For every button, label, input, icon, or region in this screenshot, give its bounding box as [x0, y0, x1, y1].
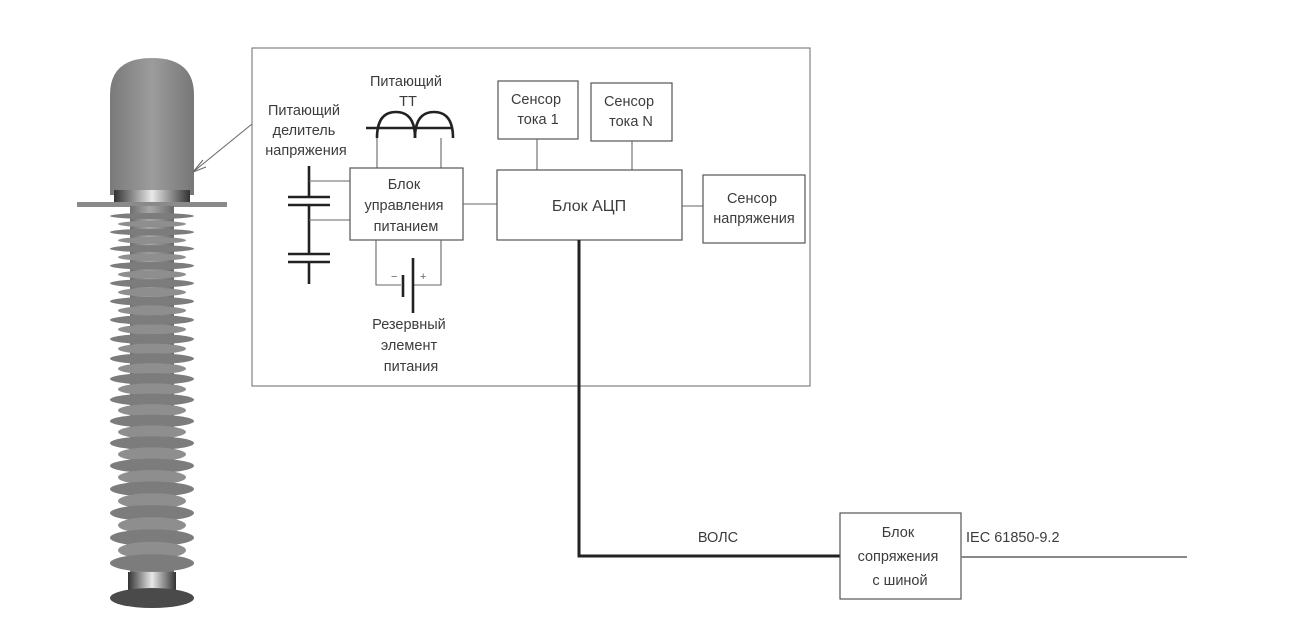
- backup-battery-symbol: − +: [375, 240, 442, 313]
- insulator-shed: [118, 447, 186, 462]
- svg-text:Сенсор тока N: Сенсор тока N: [604, 94, 658, 130]
- insulator-shed: [110, 353, 194, 365]
- insulator-shed: [110, 333, 194, 345]
- battery-minus-sign: −: [391, 271, 397, 283]
- divider-pointer-arrow: [192, 123, 253, 173]
- svg-text:Блок сопряжения с: Блок сопряжения с шиной: [858, 525, 943, 589]
- supply-ct-label: Питающий ТТ: [370, 74, 446, 110]
- svg-text:Блок управления пи: Блок управления питанием: [364, 177, 447, 235]
- current-transformer-symbol: [366, 110, 455, 168]
- insulator-shed: [118, 253, 186, 261]
- insulator-shed: [118, 493, 186, 509]
- battery-plus-sign: +: [420, 271, 426, 283]
- svg-text:Сенсор напряжения: Сенсор напряжения: [713, 191, 794, 227]
- insulator-shed: [110, 458, 194, 473]
- insulator-shed: [118, 305, 186, 316]
- backup-power-label: Резервный элемент питания: [372, 317, 450, 375]
- bus-interface-block: Блок сопряжения с шиной: [839, 512, 962, 600]
- insulator-shed: [110, 279, 194, 288]
- insulator-base: [110, 588, 194, 608]
- insulator-shed: [110, 554, 194, 572]
- insulator-shed: [110, 393, 194, 406]
- insulator-shed: [118, 541, 186, 559]
- insulator-image: [77, 58, 227, 608]
- insulator-shed: [118, 220, 186, 228]
- insulator-shed: [118, 324, 186, 335]
- fiber-optic-line: [577, 240, 842, 558]
- insulator-shed: [118, 517, 186, 534]
- insulator-shed: [118, 363, 186, 375]
- insulator-shed: [118, 343, 186, 354]
- svg-text:Блок АЦП: Блок АЦП: [552, 198, 626, 215]
- insulator-shed: [118, 287, 186, 297]
- svg-text:Сенсор тока 1: Сенсор тока 1: [511, 92, 565, 128]
- insulator-shed: [118, 469, 186, 485]
- insulator-shed: [118, 383, 186, 396]
- insulator-shed: [110, 436, 194, 450]
- insulator-shed: [110, 245, 194, 253]
- adc-block: Блок АЦП: [496, 169, 683, 241]
- insulator-shed: [118, 404, 186, 417]
- protocol-label: IEC 61850-9.2: [966, 530, 1060, 546]
- insulator-shed: [110, 529, 194, 547]
- insulator-shed: [110, 481, 194, 497]
- sensor-unit-enclosure: [251, 47, 811, 387]
- voltage-divider-label: Питающий делитель напряжения: [265, 103, 346, 159]
- insulator-rod: [77, 202, 227, 207]
- insulator-shed: [110, 505, 194, 521]
- power-control-block: Блок управления питанием: [349, 167, 464, 241]
- fiber-line-label: ВОЛС: [698, 530, 738, 546]
- insulator-shed: [110, 373, 194, 385]
- voltage-sensor-block: Сенсор напряжения: [702, 174, 806, 244]
- insulator-shed: [118, 425, 186, 439]
- insulator-shed: [110, 315, 194, 325]
- insulator-shed: [110, 213, 194, 219]
- insulator-shed: [110, 296, 194, 306]
- insulator-shed: [118, 270, 186, 279]
- insulator-shed: [118, 236, 186, 244]
- insulator-shed: [110, 228, 194, 236]
- insulator-shed: [110, 261, 194, 270]
- insulator-sheds: [110, 213, 194, 572]
- current-sensor-1-block: Сенсор тока 1: [497, 80, 579, 140]
- insulator-shed: [110, 414, 194, 428]
- capacitor-divider-symbol: [288, 166, 350, 284]
- insulator-cap: [110, 58, 194, 195]
- current-sensor-n-block: Сенсор тока N: [590, 82, 673, 142]
